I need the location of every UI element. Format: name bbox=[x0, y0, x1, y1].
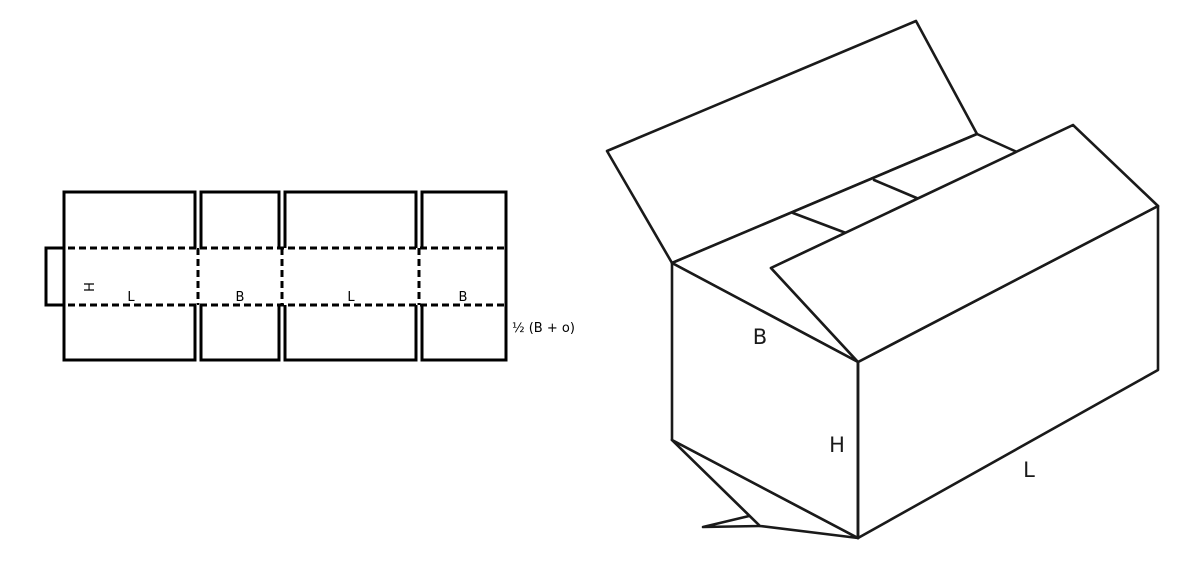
top-flap-1 bbox=[62, 190, 197, 248]
flat-panel-label-3: L bbox=[347, 290, 355, 305]
flat-panel-label-2: B bbox=[236, 290, 245, 305]
front-top-flap bbox=[769, 123, 1160, 364]
bottom-flap-3 bbox=[283, 305, 418, 362]
top-crease bbox=[872, 178, 921, 201]
bottom-flap-4 bbox=[420, 305, 508, 362]
top-crease bbox=[791, 211, 848, 235]
top-flap-2 bbox=[199, 190, 281, 248]
bottom-flap-2 bbox=[199, 305, 281, 362]
box-width-label: B bbox=[753, 325, 767, 349]
flap-dimension-label: ½ (B + o) bbox=[512, 321, 575, 336]
box-3d-view: B H L bbox=[605, 19, 1160, 540]
box-length-label: L bbox=[1023, 458, 1035, 482]
glue-flap bbox=[44, 246, 64, 307]
flat-box-layout: H L B L B ½ (B + o) bbox=[44, 190, 575, 362]
flat-height-label: H bbox=[80, 282, 95, 292]
box-height-label: H bbox=[829, 433, 845, 457]
bottom-flap-1 bbox=[62, 305, 197, 362]
top-flap-3 bbox=[283, 190, 418, 248]
top-flap-4 bbox=[420, 190, 508, 248]
flat-panel-label-4: B bbox=[459, 290, 468, 305]
flat-panel-label-1: L bbox=[127, 290, 135, 305]
